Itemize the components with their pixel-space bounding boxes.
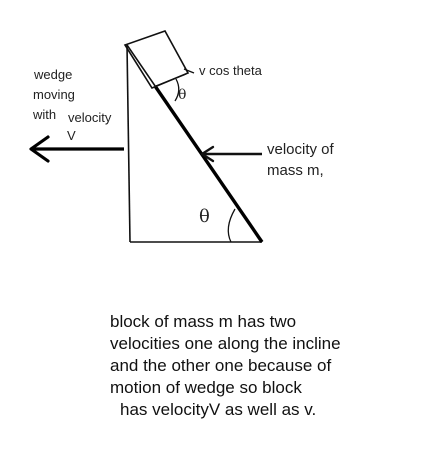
component-arrow-tick xyxy=(183,68,195,74)
theta-bottom-label: θ xyxy=(199,206,210,227)
explanation-caption: block of mass m has two velocities one a… xyxy=(110,311,410,421)
mass-velocity-label-line2: mass m, xyxy=(267,162,324,179)
caption-line: has velocityV as well as v. xyxy=(120,400,317,419)
component-label: v cos theta xyxy=(199,63,262,78)
bottom-angle-arc xyxy=(227,208,236,243)
wedge-label-line3: with xyxy=(33,107,57,122)
caption-line: velocities one along the incline xyxy=(110,334,341,353)
mass-velocity-arrow xyxy=(200,145,262,163)
incline-contact-line xyxy=(153,85,264,243)
wedge-velocity-word: velocity xyxy=(68,110,112,125)
wedge-label-line2: moving xyxy=(33,87,75,102)
wedge-vertical-side xyxy=(126,44,131,243)
component-arrow-line xyxy=(155,73,187,87)
caption-line: block of mass m has two xyxy=(110,312,297,331)
block-mass-m xyxy=(123,30,190,89)
mass-velocity-label-line1: velocity of xyxy=(267,141,334,158)
caption-line: and the other one because of xyxy=(110,356,332,375)
wedge-velocity-arrow xyxy=(29,135,124,163)
top-angle-arc xyxy=(174,78,180,102)
caption-line: motion of wedge so block xyxy=(110,378,302,397)
wedge-label-line1: wedge xyxy=(34,67,73,82)
theta-top-label: θ xyxy=(178,87,187,103)
wedge-velocity-symbol: V xyxy=(67,128,76,143)
